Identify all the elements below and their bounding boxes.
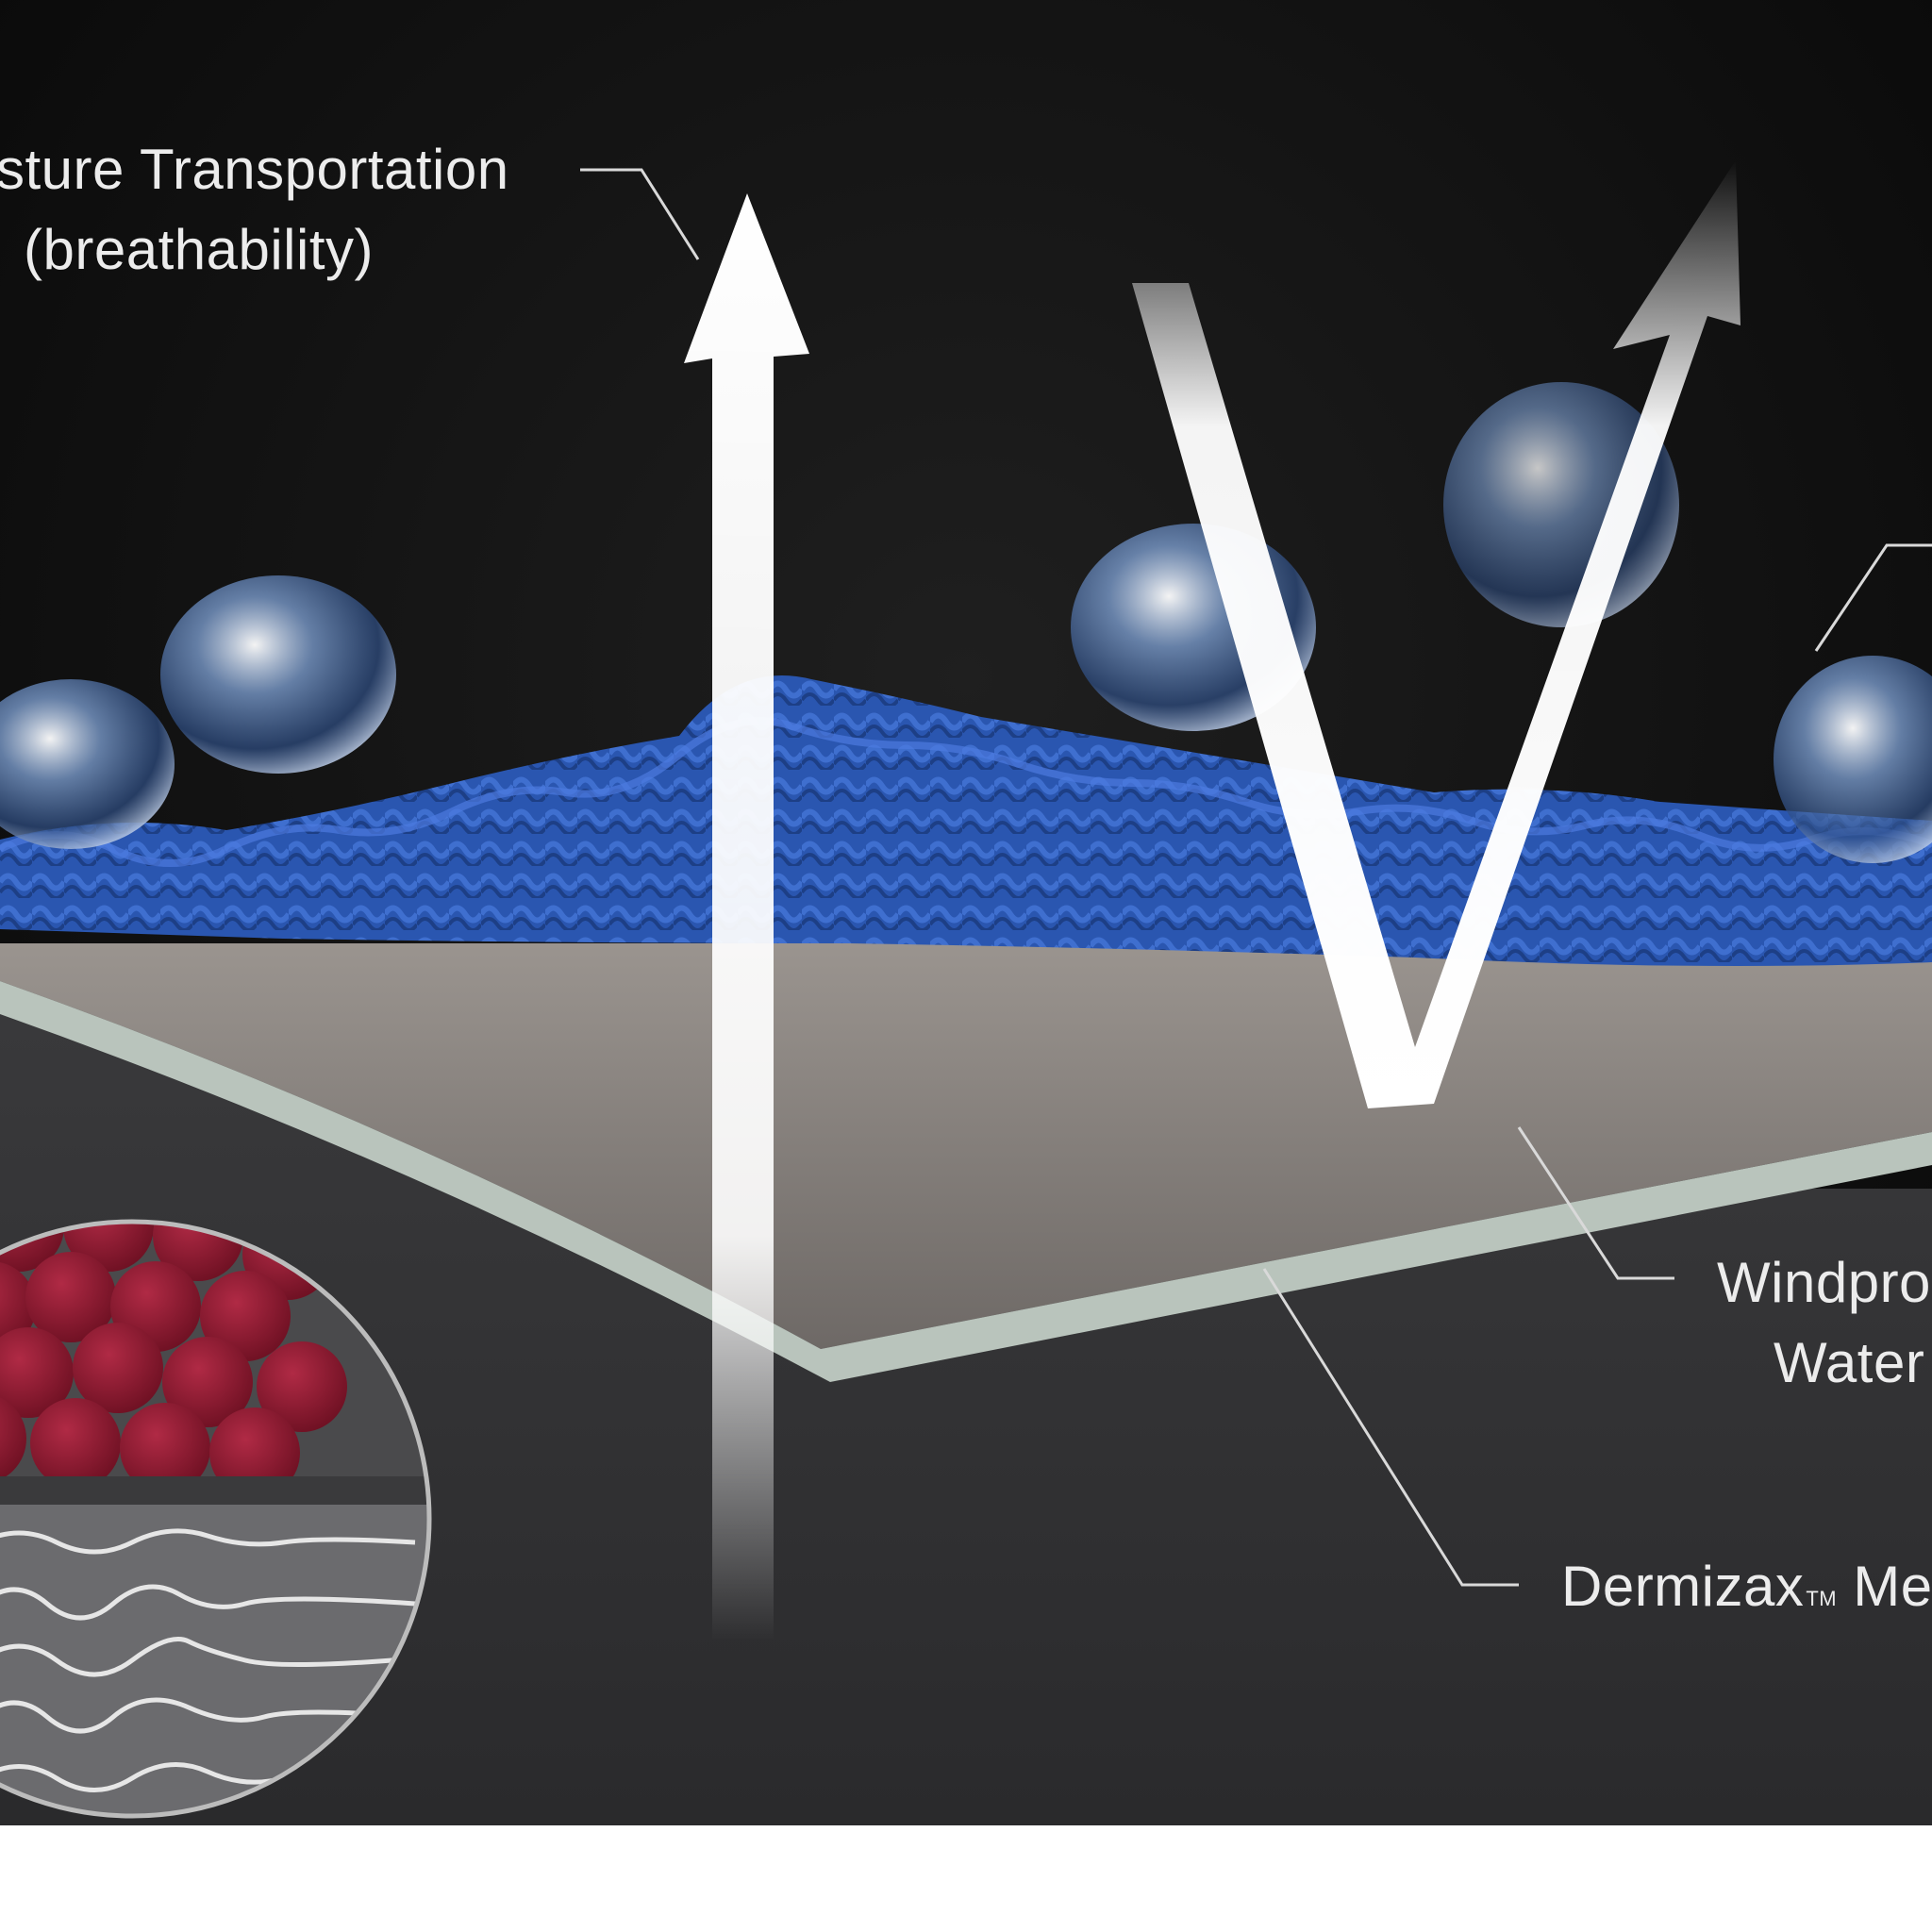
- outer-fabric-layer: [0, 675, 1932, 966]
- fabric-wave-highlight: [0, 717, 1932, 867]
- windproof-leader-line: [1517, 1126, 1674, 1280]
- v-arrow-icon: [1132, 160, 1740, 1108]
- water-droplet-icon: [1774, 656, 1932, 863]
- membrane-label: DermizaxTM Me: [1561, 1558, 1932, 1615]
- waterproof-label: Water: [1774, 1331, 1925, 1394]
- windproof-label: Windpro: [1717, 1251, 1931, 1314]
- bottom-white-band: [0, 1825, 1932, 1932]
- breathability-label: (breathability): [24, 218, 374, 281]
- moisture-transport-label: sture Transportation: [0, 138, 509, 201]
- water-droplet-icon: [160, 575, 396, 774]
- up-arrow-icon: [684, 193, 809, 1641]
- fiber-magnifier-rim: [0, 1219, 432, 1819]
- moisture-leader-line: [580, 168, 700, 260]
- trademark-mark: TM: [1806, 1587, 1838, 1610]
- membrane-leader-line: [1262, 1268, 1519, 1587]
- water-droplet-icon: [0, 679, 175, 849]
- water-repellent-leader-line: [1814, 543, 1932, 652]
- membrane-suffix: Me: [1853, 1555, 1932, 1618]
- membrane-fibers: [0, 1528, 416, 1816]
- membrane-brand: Dermizax: [1561, 1555, 1805, 1618]
